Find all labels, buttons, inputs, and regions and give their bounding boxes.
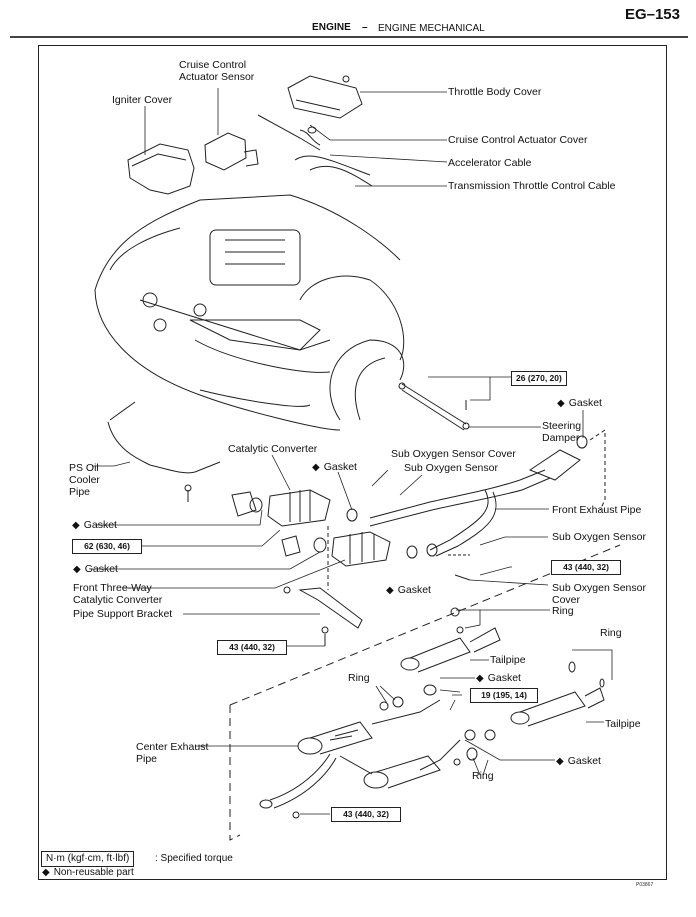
- tailpipe-lower-part: [464, 661, 605, 741]
- section-title: ENGINE: [312, 22, 351, 33]
- label-catalytic-converter: Catalytic Converter: [228, 443, 318, 455]
- igniter-cover-part: [127, 143, 195, 195]
- label-transmission-throttle-control-cable: Transmission Throttle Control Cable: [448, 180, 616, 192]
- ps-oil-cooler-pipe-part: [107, 401, 221, 502]
- front-three-way-cat-part: [281, 526, 391, 590]
- non-reusable-icon: ◆: [476, 673, 484, 684]
- non-reusable-icon: ◆: [312, 462, 320, 473]
- label-ring-right-1: Ring: [552, 605, 574, 617]
- label-ps-oil-cooler-pipe: PS Oil Cooler Pipe: [69, 462, 100, 498]
- center-exhaust-pipe-part: [259, 696, 478, 819]
- label-sub-oxygen-sensor-lower: Sub Oxygen Sensor: [552, 531, 646, 543]
- label-cruise-control-actuator-sensor: Cruise Control Actuator Sensor: [179, 59, 255, 83]
- gasket-text: Gasket: [323, 461, 357, 473]
- actuator-sensor-part: [204, 132, 259, 171]
- label-gasket-left-2: ◆Gasket: [73, 563, 118, 576]
- torque-catalytic-converter: 62 (630, 46): [72, 539, 142, 554]
- label-gasket-left-1: ◆Gasket: [72, 519, 117, 532]
- non-reusable-icon: ◆: [73, 564, 81, 575]
- non-reusable-icon: ◆: [556, 756, 564, 767]
- gasket-text: Gasket: [568, 397, 602, 409]
- gasket-text: Gasket: [84, 563, 118, 575]
- torque-pipe-support-bracket: 43 (440, 32): [217, 640, 287, 655]
- label-sub-oxygen-sensor-cover-upper: Sub Oxygen Sensor Cover: [391, 448, 516, 460]
- page-number: EG–153: [624, 6, 680, 23]
- torque-center-exhaust-pipe: 43 (440, 32): [331, 807, 401, 822]
- gasket-text: Gasket: [567, 755, 601, 767]
- non-reusable-icon: ◆: [42, 867, 50, 878]
- pipe-support-bracket-part: [283, 586, 363, 646]
- label-front-exhaust-pipe: Front Exhaust Pipe: [552, 504, 642, 516]
- legend-torque-desc: : Specified torque: [155, 853, 233, 864]
- section-separator: –: [362, 22, 368, 33]
- gasket-text: Gasket: [487, 672, 521, 684]
- label-gasket-front-pipe-rear: ◆Gasket: [557, 397, 602, 410]
- label-gasket-bottom: ◆Gasket: [556, 755, 601, 768]
- gasket-text: Gasket: [397, 584, 431, 596]
- steering-damper-part: [398, 382, 470, 431]
- label-cruise-control-actuator-cover: Cruise Control Actuator Cover: [448, 134, 588, 146]
- diagram-frame: [38, 45, 667, 880]
- throttle-body-cover-part: [287, 75, 363, 119]
- label-ring-bottom: Ring: [472, 770, 494, 782]
- non-reusable-icon: ◆: [72, 520, 80, 531]
- gasket-text: Gasket: [83, 519, 117, 531]
- label-pipe-support-bracket: Pipe Support Bracket: [73, 608, 173, 620]
- non-reusable-icon: ◆: [557, 398, 565, 409]
- label-igniter-cover: Igniter Cover: [112, 94, 173, 106]
- label-tailpipe-upper: Tailpipe: [490, 654, 526, 666]
- label-gasket-center: ◆Gasket: [312, 461, 357, 474]
- label-front-three-way-catalytic-converter: Front Three-Way Catalytic Converter: [73, 582, 163, 606]
- label-steering-damper: Steering Damper: [542, 420, 582, 444]
- legend-torque-unit: N·m (kgf·cm, ft·lbf): [41, 851, 135, 867]
- car-body-outline: [94, 194, 405, 431]
- label-throttle-body-cover: Throttle Body Cover: [448, 86, 542, 98]
- subsection-title: ENGINE MECHANICAL: [378, 23, 485, 34]
- catalytic-converter-part: [231, 489, 358, 527]
- leader-lines: [92, 88, 613, 815]
- label-sub-oxygen-sensor-cover-lower: Sub Oxygen Sensor Cover: [552, 582, 646, 606]
- label-gasket-tailpipe: ◆Gasket: [476, 672, 521, 685]
- tailpipe-upper-part: [400, 607, 501, 696]
- label-ring-right-2: Ring: [600, 627, 622, 639]
- label-center-exhaust-pipe: Center Exhaust Pipe: [136, 741, 209, 765]
- label-gasket-lower: ◆Gasket: [386, 584, 431, 597]
- figure-code: P03867: [636, 882, 654, 888]
- label-tailpipe-lower: Tailpipe: [605, 718, 641, 730]
- legend-non-reusable-desc: Non-reusable part: [53, 867, 134, 878]
- front-exhaust-pipe-part: [369, 429, 606, 581]
- legend-non-reusable: ◆Non-reusable part: [42, 867, 134, 878]
- non-reusable-icon: ◆: [386, 585, 394, 596]
- label-accelerator-cable: Accelerator Cable: [448, 157, 532, 169]
- label-sub-oxygen-sensor-upper: Sub Oxygen Sensor: [404, 462, 498, 474]
- header-rule: [10, 36, 688, 38]
- cables-part: [257, 114, 373, 187]
- torque-tailpipe-flange: 19 (195, 14): [470, 688, 538, 703]
- torque-steering-damper: 26 (270, 20): [511, 371, 567, 386]
- torque-sub-oxygen-sensor-cover: 43 (440, 32): [551, 560, 621, 575]
- label-ring-center: Ring: [348, 672, 370, 684]
